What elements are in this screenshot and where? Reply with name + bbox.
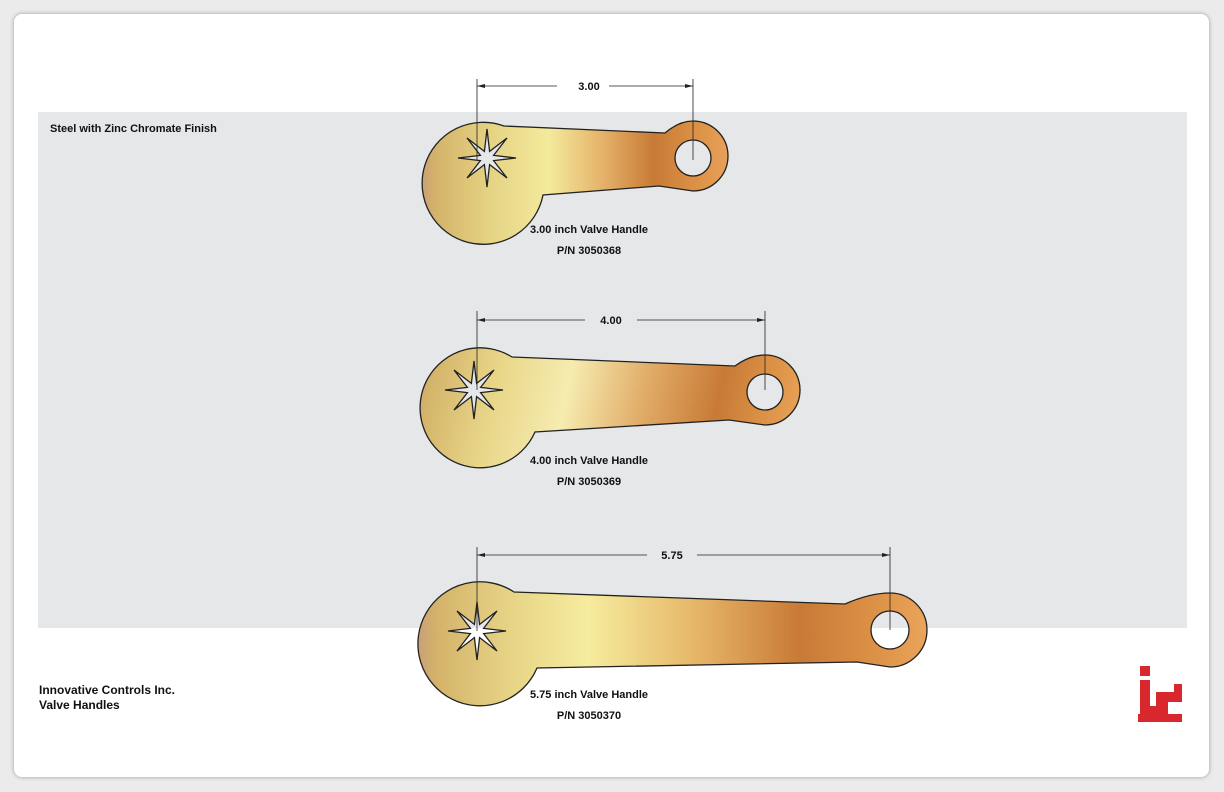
part-number: P/N 3050370: [556, 710, 622, 722]
dimension-label: 5.75: [661, 550, 682, 562]
company-name: Innovative Controls Inc.: [39, 683, 176, 697]
ic-logo-icon: [1138, 666, 1182, 722]
part-number: P/N 3050368: [556, 245, 622, 257]
product-name: Valve Handles: [39, 698, 120, 712]
valve-handle-3-00: 3.00: [421, 79, 729, 245]
dimension-label: 3.00: [578, 81, 599, 93]
valve-handle-4-00: 4.00: [419, 311, 801, 469]
handle-body: [417, 581, 928, 707]
handle-title: 3.00 inch Valve Handle: [529, 224, 648, 236]
part-number: P/N 3050369: [556, 476, 622, 488]
handle-title: 4.00 inch Valve Handle: [529, 455, 648, 467]
handle-title: 5.75 inch Valve Handle: [529, 689, 648, 701]
valve-handle-5-75: 5.75: [417, 547, 928, 707]
handle-body: [419, 347, 801, 469]
dimension-label: 4.00: [600, 315, 621, 327]
company-block: Innovative Controls Inc. Valve Handles: [39, 683, 175, 713]
handle-body: [421, 120, 729, 245]
finish-note: Steel with Zinc Chromate Finish: [50, 123, 217, 135]
